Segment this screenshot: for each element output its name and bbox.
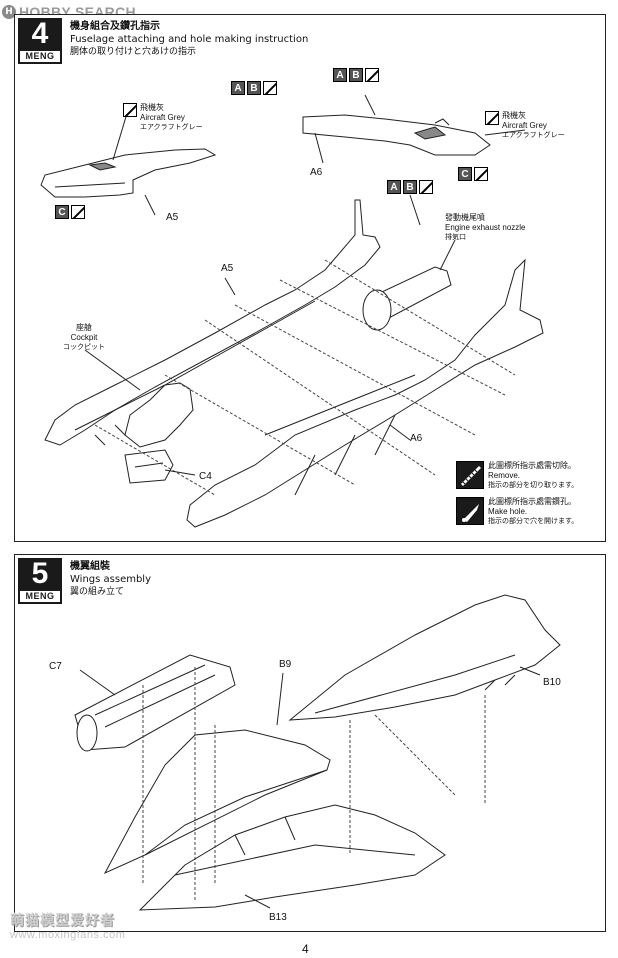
paint-brush-icon bbox=[419, 180, 433, 194]
step-4-brand: MENG bbox=[20, 51, 60, 62]
page-number: 4 bbox=[302, 942, 309, 956]
nozzle-cn: 發動機尾噴 bbox=[445, 213, 485, 222]
paint-chip-a: A bbox=[231, 81, 245, 95]
watermark-logo: H bbox=[2, 5, 16, 19]
step-4-title-jp: 胴体の取り付けと穴あけの指示 bbox=[70, 47, 197, 57]
fuselage-a6-outline bbox=[186, 258, 544, 528]
wings-assembly-drawing bbox=[74, 594, 561, 911]
step-4-title-cn: 機身組合及鑽孔指示 bbox=[70, 21, 160, 32]
step-4-title-en: Fuselage attaching and hole making instr… bbox=[70, 34, 309, 45]
part-label-a5: A5 bbox=[221, 263, 234, 274]
step-5-number: 5 bbox=[31, 557, 49, 590]
part-label-c4: C4 bbox=[199, 471, 212, 482]
paint-brush-icon bbox=[365, 68, 379, 82]
color-name-cn: 飛機灰 bbox=[502, 111, 526, 120]
fuselage-a5-outline bbox=[44, 199, 381, 446]
paint-brush-icon bbox=[485, 111, 499, 125]
part-label-b13: B13 bbox=[269, 912, 287, 923]
step-5-titles: 機翼組裝 Wings assembly 翼の組み立て bbox=[70, 560, 151, 598]
step-5-title-en: Wings assembly bbox=[70, 574, 152, 585]
aircraft-grey-note-1: 飛機灰 Aircraft Grey エアクラフトグレー bbox=[123, 103, 203, 132]
paint-brush-icon bbox=[263, 81, 277, 95]
nozzle-en: Engine exhaust nozzle bbox=[445, 223, 526, 232]
fuselage-assembly-drawing bbox=[40, 94, 544, 528]
saw-cut-icon bbox=[456, 461, 484, 489]
paint-chip-b: B bbox=[247, 81, 261, 95]
step-4-titles: 機身組合及鑽孔指示 Fuselage attaching and hole ma… bbox=[70, 20, 308, 58]
watermark-url: www.moxingfans.com bbox=[10, 929, 126, 941]
step-5-title-cn: 機翼組裝 bbox=[70, 561, 110, 572]
a6-detail-outline bbox=[302, 114, 491, 156]
paint-callout-ab-3: A B bbox=[387, 180, 433, 194]
cockpit-note: 座艙 Cockpit コックピット bbox=[63, 323, 105, 352]
part-b9-outline bbox=[103, 729, 331, 875]
a5-detail-outline bbox=[40, 148, 217, 198]
step-5-title-jp: 翼の組み立て bbox=[70, 587, 125, 597]
part-label-b10: B10 bbox=[543, 677, 561, 688]
cockpit-tub-outline bbox=[124, 382, 194, 448]
color-name-en: Aircraft Grey bbox=[140, 113, 185, 122]
legend-hole-cn: 此圖標所指示處需鑽孔。 bbox=[488, 497, 576, 506]
part-label-a6-detail: A6 bbox=[310, 167, 323, 178]
paint-brush-icon bbox=[474, 167, 488, 181]
color-name-jp: エアクラフトグレー bbox=[502, 131, 565, 139]
paint-callout-ab-1: A B bbox=[231, 81, 277, 95]
paint-brush-icon bbox=[71, 205, 85, 219]
paint-callout-c-1: C bbox=[458, 167, 488, 181]
part-label-c7: C7 bbox=[49, 661, 62, 672]
step-5-brand: MENG bbox=[20, 591, 60, 602]
drill-icon bbox=[456, 497, 484, 525]
legend-remove-cn: 此圖標所指示處需切除。 bbox=[488, 461, 576, 470]
cockpit-cn: 座艙 bbox=[76, 323, 92, 332]
symbol-legend: 此圖標所指示處需切除。 Remove. 指示の部分を切り取ります。 此圖標所指示… bbox=[456, 461, 578, 533]
paint-chip-a: A bbox=[387, 180, 401, 194]
watermark-cn: 萌猫模型爱好者 bbox=[10, 913, 115, 929]
part-b13-outline bbox=[138, 804, 446, 911]
cockpit-jp: コックピット bbox=[63, 343, 105, 351]
step-4-number: 4 bbox=[31, 17, 49, 50]
part-label-b9: B9 bbox=[279, 659, 292, 670]
part-label-a6: A6 bbox=[410, 433, 423, 444]
color-name-jp: エアクラフトグレー bbox=[140, 123, 203, 131]
paint-chip-a: A bbox=[333, 68, 347, 82]
paint-chip-c: C bbox=[55, 205, 69, 219]
engine-nozzle-note: 發動機尾噴 Engine exhaust nozzle 排気口 bbox=[445, 213, 526, 242]
step-5-badge: 5 MENG bbox=[18, 558, 62, 604]
step-4-badge: 4 MENG bbox=[18, 18, 62, 64]
legend-remove: 此圖標所指示處需切除。 Remove. 指示の部分を切り取ります。 bbox=[456, 461, 578, 490]
paint-callout-ab-2: A B bbox=[333, 68, 379, 82]
legend-hole: 此圖標所指示處需鑽孔。 Make hole. 指示の部分で穴を開けます。 bbox=[456, 497, 578, 526]
paint-chip-b: B bbox=[403, 180, 417, 194]
legend-remove-en: Remove. bbox=[488, 471, 521, 480]
nozzle-jp: 排気口 bbox=[445, 233, 466, 241]
legend-remove-jp: 指示の部分を切り取ります。 bbox=[488, 481, 579, 489]
legend-hole-jp: 指示の部分で穴を開けます。 bbox=[488, 517, 579, 525]
part-c7-outline bbox=[74, 654, 236, 751]
legend-hole-en: Make hole. bbox=[488, 507, 528, 516]
color-name-en: Aircraft Grey bbox=[502, 121, 547, 130]
paint-brush-icon bbox=[123, 103, 137, 117]
step-5-panel: 5 MENG 機翼組裝 Wings assembly 翼の組み立て bbox=[14, 554, 606, 932]
cockpit-en: Cockpit bbox=[70, 333, 98, 342]
step-4-panel: 4 MENG 機身組合及鑽孔指示 Fuselage attaching and … bbox=[14, 14, 606, 542]
part-b10-outline bbox=[288, 594, 561, 721]
color-name-cn: 飛機灰 bbox=[140, 103, 164, 112]
moxingfans-watermark: 萌猫模型爱好者 www.moxingfans.com bbox=[10, 913, 125, 941]
paint-chip-b: B bbox=[349, 68, 363, 82]
part-label-a5-detail: A5 bbox=[166, 212, 179, 223]
paint-callout-c-2: C bbox=[55, 205, 85, 219]
aircraft-grey-note-2: 飛機灰 Aircraft Grey エアクラフトグレー bbox=[485, 111, 565, 140]
paint-chip-c: C bbox=[458, 167, 472, 181]
